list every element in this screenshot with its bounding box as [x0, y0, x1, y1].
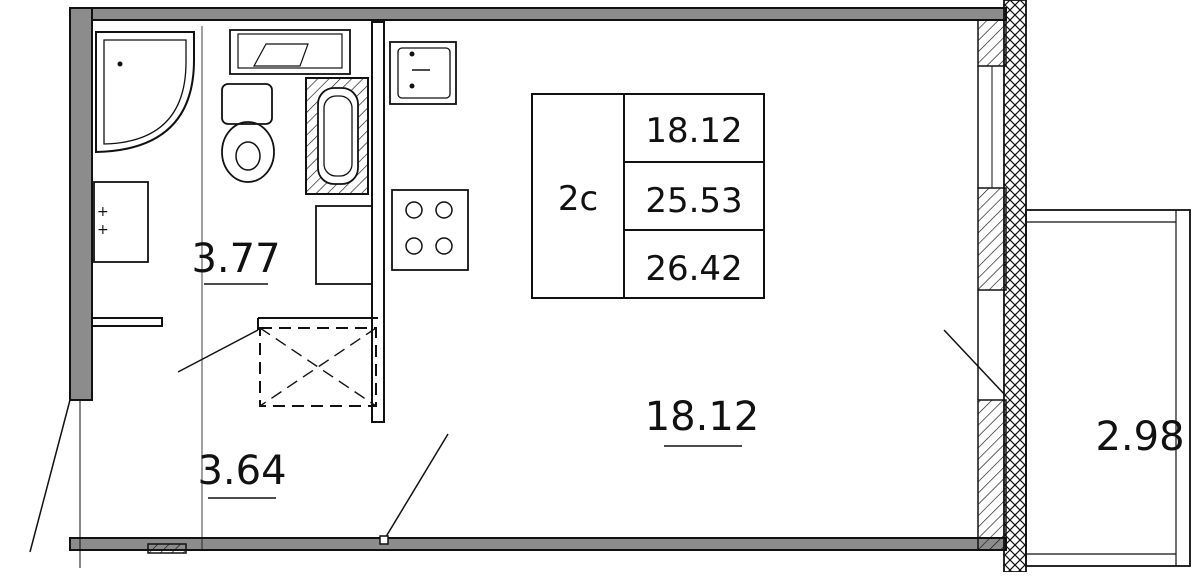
svg-text:+: + [97, 204, 109, 220]
summary-table: 2с 18.12 25.53 26.42 [531, 93, 765, 299]
living-room-area-label: 18.12 [645, 394, 760, 440]
window-wall-column [1003, 0, 1027, 573]
entry-door [29, 399, 81, 568]
shower-tray [95, 31, 195, 154]
wash-basin [93, 181, 149, 263]
svg-text:+: + [97, 222, 109, 238]
room-door [379, 433, 449, 545]
bathroom-door [177, 329, 259, 373]
living-area-value: 18.12 [645, 111, 742, 151]
ventilation-grille [147, 543, 187, 554]
hallway-area-label: 3.64 [197, 448, 286, 494]
room-labels: 3.77 3.64 18.12 2.98 [191, 236, 1185, 499]
washing-machine [229, 29, 351, 75]
kitchen-fixtures [315, 41, 469, 285]
wall-bottom [69, 537, 1007, 551]
window-pier-top [977, 19, 1007, 67]
total-area-value: 25.53 [645, 181, 742, 221]
balcony-area-label: 2.98 [1095, 414, 1184, 460]
bathroom-area-label: 3.77 [191, 236, 280, 282]
apartment-type-label: 2с [558, 179, 598, 219]
bathroom-fixtures: + + [93, 26, 369, 550]
hallway-stub-wall [91, 317, 163, 327]
window-pier-middle [977, 187, 1007, 291]
closet [259, 327, 377, 407]
kitchen-sink-icon [389, 41, 457, 105]
wall-top [69, 7, 1007, 21]
balcony [943, 209, 1191, 567]
bathroom-partition [371, 21, 385, 423]
toilet-icon [221, 83, 275, 183]
fridge [315, 205, 373, 285]
window-pier-bottom [977, 399, 1007, 551]
total-with-balcony-value: 26.42 [645, 249, 742, 289]
wall-left [69, 7, 93, 401]
stove-icon [391, 189, 469, 271]
